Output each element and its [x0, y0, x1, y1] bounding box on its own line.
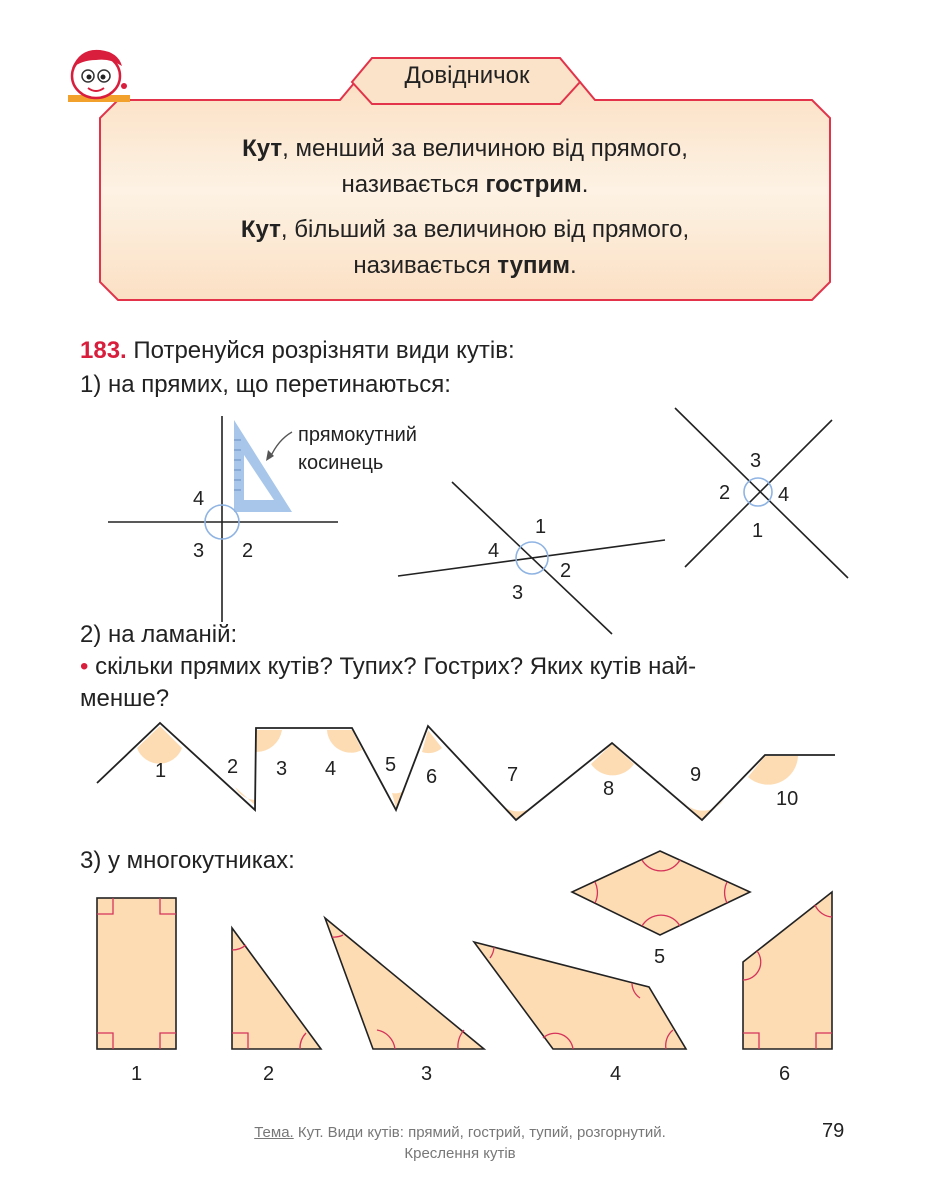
- polygon-quadrilateral: [472, 940, 688, 1050]
- polyline-figure: [96, 721, 835, 822]
- fig2-angle-label: 4: [488, 540, 500, 562]
- polygon-pentagon: [742, 890, 833, 1050]
- mascot-icon: [68, 49, 130, 102]
- fig1-angle-label: 2: [242, 540, 254, 562]
- polyline-angle-label: 5: [385, 754, 397, 776]
- polyline-angle-label: 6: [426, 766, 438, 788]
- polyline-angle-label: 2: [227, 756, 239, 778]
- polygon-label: 4: [610, 1063, 622, 1085]
- polyline-angle-label: 8: [603, 778, 615, 800]
- polygon-label: 6: [779, 1063, 791, 1085]
- polygon-label: 2: [263, 1063, 275, 1085]
- angle-arc: [743, 477, 773, 507]
- fig1-angle-label: 4: [193, 488, 205, 510]
- angle-arc: [515, 541, 549, 575]
- rule-acute-line1: Кут, менший за величиною від прямого,: [242, 135, 688, 162]
- footer-topic-line1: Тема. Кут. Види кутів: прямий, гострий, …: [254, 1124, 666, 1141]
- set-square-label-2: косинець: [298, 452, 384, 474]
- rule-acute-line2: називається гострим.: [341, 171, 589, 198]
- task-number: 183.: [80, 337, 127, 364]
- term-obtuse: тупим: [497, 252, 570, 279]
- polygon-label: 1: [131, 1063, 143, 1085]
- angle-arc: [204, 504, 240, 540]
- reference-title-tab: [350, 57, 582, 105]
- term-acute: гострим: [485, 171, 582, 198]
- task-question-line2: менше?: [80, 685, 170, 712]
- fig3-angle-label: 3: [750, 450, 762, 472]
- figure-oblique-lines: [397, 481, 666, 635]
- polyline-angle-label: 1: [155, 760, 167, 782]
- set-square-icon: [234, 420, 292, 512]
- task-part2: 2) на ламаній:: [80, 621, 238, 648]
- polyline-angle-label: 7: [507, 764, 519, 786]
- polyline-angle-label: 10: [776, 788, 799, 810]
- fig1-angle-label: 3: [193, 540, 205, 562]
- set-square-label-1: прямокутний: [298, 424, 417, 446]
- rule-obtuse-line2: називається тупим.: [353, 252, 577, 279]
- polygon-label: 5: [654, 946, 666, 968]
- task-question-line1: • скільки прямих кутів? Тупих? Гострих? …: [80, 653, 697, 680]
- term-angle: Кут: [240, 216, 281, 243]
- polygon-label: 3: [421, 1063, 433, 1085]
- figure-perpendicular-lines: [108, 416, 338, 622]
- polygon-obtuse-triangle: [323, 915, 487, 1050]
- reference-box: [68, 49, 831, 301]
- fig3-angle-label: 1: [752, 520, 764, 542]
- polygons: [96, 850, 833, 1050]
- fig3-angle-label: 4: [778, 484, 790, 506]
- polyline-angle-label: 3: [276, 758, 288, 780]
- bullet-icon: •: [80, 653, 89, 680]
- fig2-angle-label: 1: [535, 516, 547, 538]
- polyline-angle-label: 4: [325, 758, 337, 780]
- fig3-angle-label: 2: [719, 482, 731, 504]
- reference-title: Довідничок: [404, 62, 530, 89]
- term-angle: Кут: [242, 135, 283, 162]
- polygon-rectangle: [96, 897, 177, 1050]
- footer-topic-label: Тема.: [254, 1124, 294, 1141]
- fig2-angle-label: 2: [560, 560, 572, 582]
- footer-topic-line2: Креслення кутів: [404, 1145, 516, 1162]
- fig2-angle-label: 3: [512, 582, 524, 604]
- page-footer: Тема. Кут. Види кутів: прямий, гострий, …: [150, 1122, 770, 1164]
- task-header: 183. Потренуйся розрізняти види кутів:: [80, 337, 515, 364]
- task-part3: 3) у многокутниках:: [80, 847, 295, 874]
- task-part1: 1) на прямих, що перетинаються:: [80, 371, 451, 398]
- polyline-angle-label: 9: [690, 764, 702, 786]
- polygon-right-triangle: [231, 925, 323, 1050]
- polygon-rhombus: [570, 850, 752, 936]
- rule-obtuse-line1: Кут, більший за величиною від прямого,: [240, 216, 690, 243]
- page-number: 79: [822, 1120, 845, 1142]
- figure-cross-lines: [674, 407, 849, 579]
- pointer-arrow-icon: [269, 431, 293, 459]
